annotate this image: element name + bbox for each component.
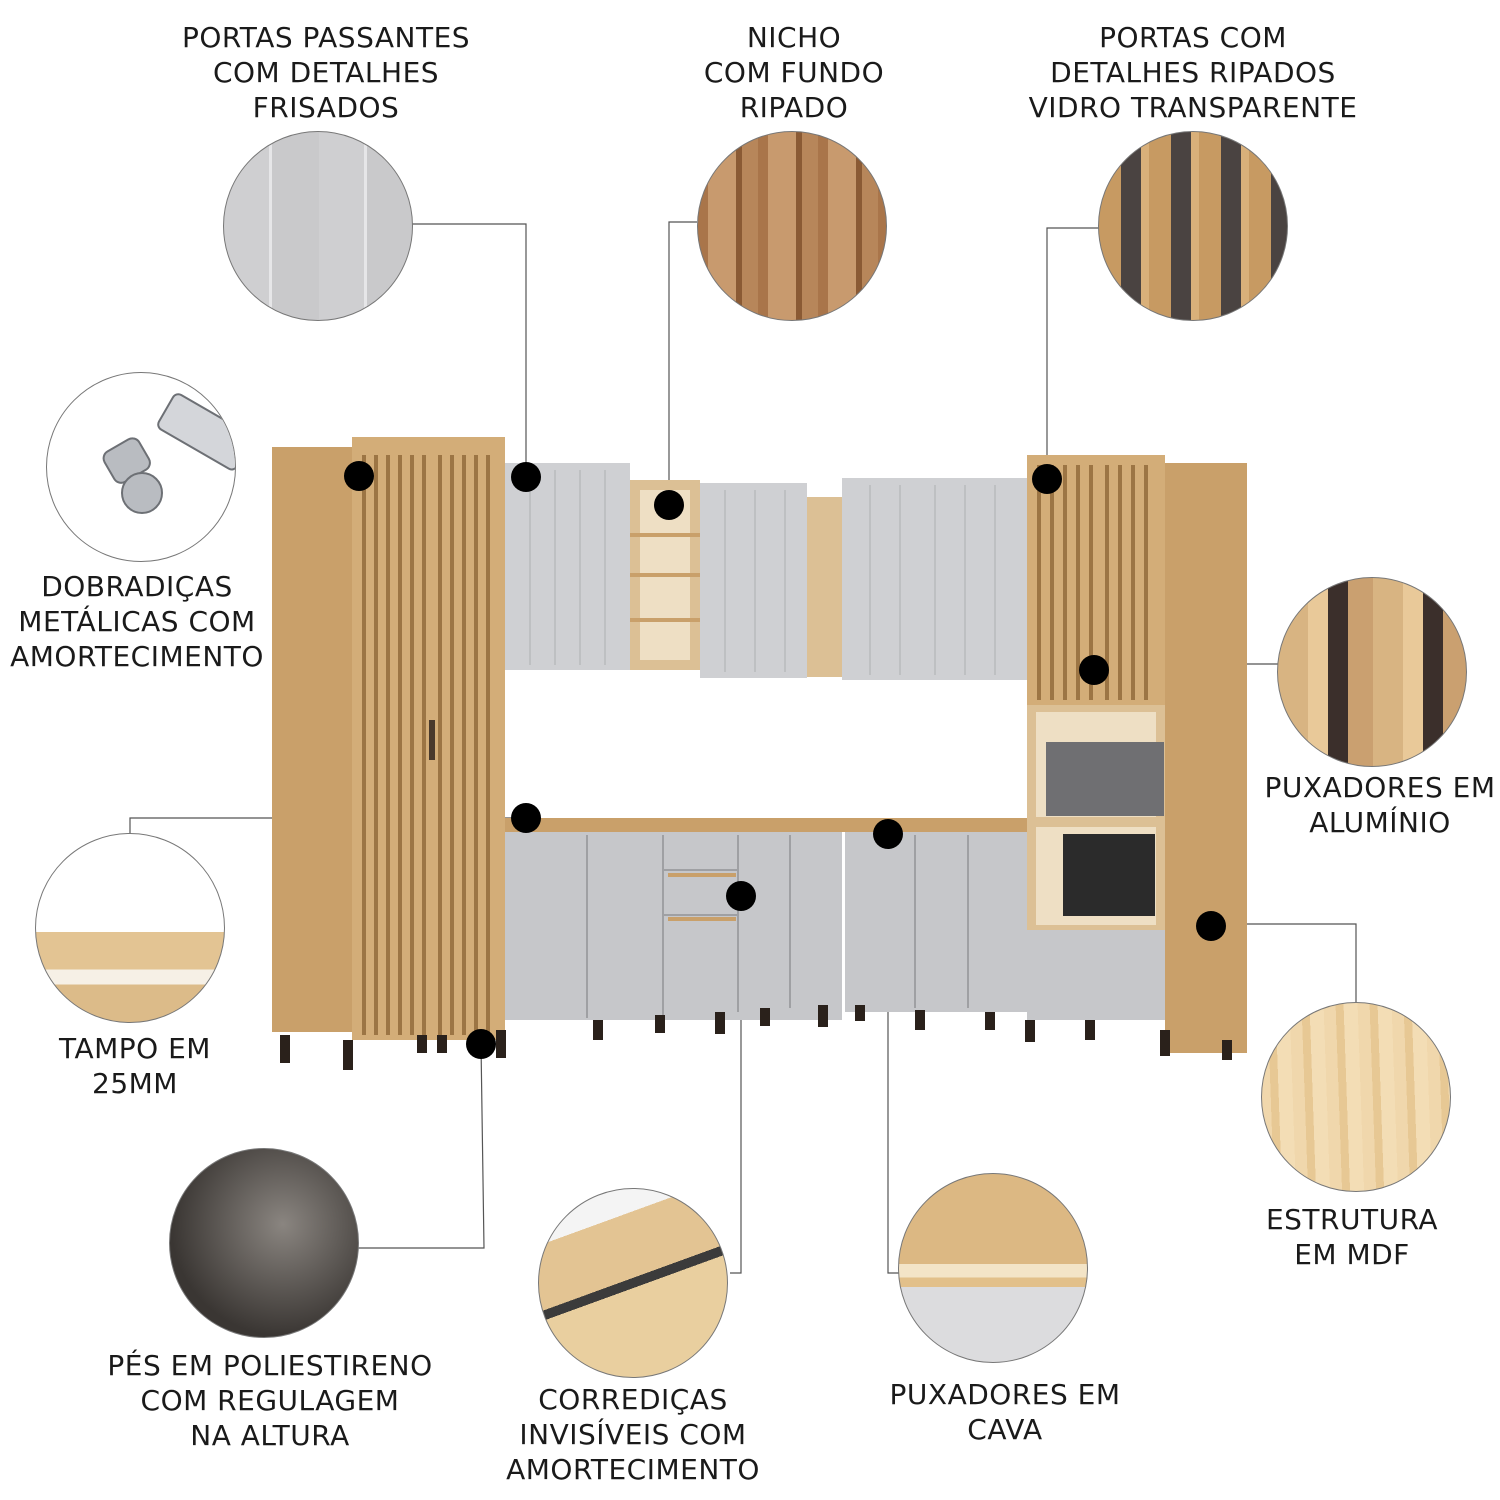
label-line: INVISÍVEIS COM [519, 1418, 747, 1451]
label-line: DETALHES RIPADOS [1050, 56, 1336, 89]
label-line: AMORTECIMENTO [506, 1453, 760, 1486]
base-cabinets [505, 818, 1027, 1020]
label-line: ALUMÍNIO [1309, 806, 1451, 839]
label-line: NICHO [746, 21, 842, 54]
tall-cabinet-right [1027, 455, 1247, 1053]
hinge-icon [102, 393, 235, 514]
upper-cabinets [505, 463, 1027, 680]
label-line: VIDRO TRANSPARENTE [1028, 91, 1358, 124]
label-line: TAMPO EM [59, 1032, 211, 1065]
label-line: FRISADOS [252, 91, 400, 124]
label-line: COM FUNDO [703, 56, 885, 89]
detail-adjustable-feet [169, 1148, 359, 1338]
feet [280, 1005, 1232, 1070]
tall-cabinet-left [272, 437, 505, 1040]
detail-countertop [35, 833, 225, 1023]
label-line: ESTRUTURA [1265, 1203, 1439, 1236]
label-line: COM REGULAGEM [140, 1384, 400, 1417]
label-line: PUXADORES EM [889, 1378, 1121, 1411]
detail-mdf-structure [1261, 1002, 1451, 1192]
label-line: CORREDIÇAS [538, 1383, 728, 1416]
detail-hidden-slides [538, 1188, 728, 1378]
label-line: PORTAS COM [1099, 21, 1287, 54]
label-line: AMORTECIMENTO [10, 640, 264, 673]
detail-cava-handles [898, 1173, 1088, 1363]
label-line: PÉS EM POLIESTIRENO [107, 1349, 433, 1382]
label-line: PUXADORES EM [1264, 771, 1496, 804]
microwave [1046, 742, 1164, 816]
label-line: CAVA [967, 1413, 1043, 1446]
label-line: NA ALTURA [190, 1419, 350, 1452]
label-line: COM DETALHES [212, 56, 440, 89]
label-line: 25MM [92, 1067, 178, 1100]
detail-slatted-glass-doors [1098, 131, 1288, 321]
label-line: PORTAS PASSANTES [181, 21, 471, 54]
callout-dots [344, 461, 1226, 1059]
detail-niche-slats [697, 131, 887, 321]
oven [1063, 834, 1155, 916]
detail-frisado-doors [223, 131, 413, 321]
label-line: EM MDF [1294, 1238, 1410, 1271]
label-line: METÁLICAS COM [18, 605, 256, 638]
detail-hinge [46, 372, 236, 562]
label-line: RIPADO [739, 91, 849, 124]
detail-aluminium-handles [1277, 577, 1467, 767]
label-line: DOBRADIÇAS [41, 570, 233, 603]
